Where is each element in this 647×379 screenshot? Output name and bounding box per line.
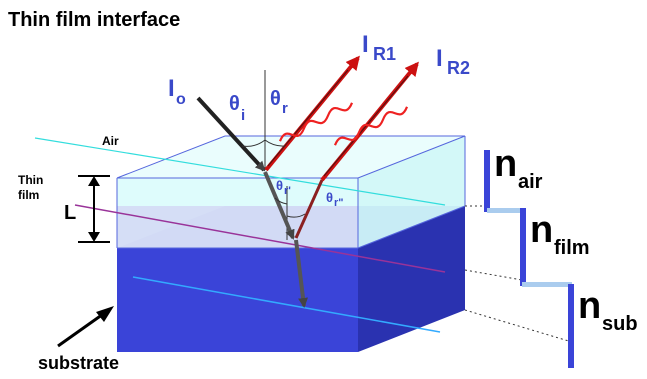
- incidence-angle-label: θ i: [229, 93, 245, 124]
- film-top-face: [117, 136, 465, 178]
- svg-text:o: o: [176, 91, 186, 108]
- svg-text:n: n: [494, 143, 517, 185]
- film-front-lower: [117, 206, 358, 248]
- substrate-side-face: [358, 206, 465, 352]
- index-staircase: [484, 150, 574, 368]
- svg-text:i: i: [241, 107, 245, 124]
- svg-text:sub: sub: [602, 313, 638, 335]
- n-air-label: n air: [494, 143, 543, 193]
- reflection-angle-label: θ r: [270, 88, 288, 117]
- reflected-beam-1-label: I R1: [362, 31, 396, 64]
- incident-beam-label: I o: [168, 75, 186, 108]
- refraction2-angle-label: θ r": [326, 190, 344, 209]
- svg-text:θ: θ: [270, 88, 281, 110]
- svg-text:I: I: [436, 45, 443, 72]
- air-plane-line: [34, 137, 446, 206]
- guide-lines: [464, 205, 573, 343]
- substrate-label: substrate: [38, 353, 119, 373]
- page-title: Thin film interface: [8, 9, 180, 31]
- wave-packet-2: [333, 106, 409, 146]
- svg-text:R1: R1: [373, 44, 396, 64]
- refraction2-angle-arc: [286, 213, 306, 218]
- film-plane-line: [74, 204, 446, 273]
- thickness-marker: [78, 175, 110, 243]
- incidence-angle-arc: [241, 139, 266, 147]
- thin-film-label-line2: film: [18, 188, 39, 202]
- svg-text:I: I: [168, 75, 175, 102]
- reflection-angle-arc: [264, 139, 286, 147]
- svg-text:I: I: [362, 31, 369, 58]
- n-sub-label: n sub: [578, 285, 638, 335]
- svg-text:R2: R2: [447, 58, 470, 78]
- air-label: Air: [102, 134, 119, 148]
- svg-text:air: air: [518, 171, 543, 193]
- reflected-beam-2-label: I R2: [436, 45, 470, 78]
- svg-text:film: film: [554, 237, 590, 259]
- internal-reflected-beam: [294, 179, 324, 239]
- reflected-beam-2-core: [323, 75, 409, 177]
- film-side-face: [358, 136, 465, 248]
- reflected-beam-1-core: [267, 69, 349, 167]
- thickness-label: L: [64, 202, 76, 224]
- wave-packet-1: [278, 102, 354, 142]
- svg-text:r: r: [282, 100, 288, 117]
- svg-text:n: n: [578, 285, 601, 327]
- svg-text:n: n: [530, 209, 553, 251]
- transmitted-beam: [294, 239, 309, 308]
- n-film-label: n film: [530, 209, 590, 259]
- substrate-front-face: [117, 248, 358, 352]
- substrate-plane-line: [132, 276, 441, 333]
- refracted-beam-film: [263, 171, 295, 240]
- svg-text:θ: θ: [229, 93, 240, 115]
- substrate-pointer-arrow: [57, 306, 114, 348]
- refraction-angle-label: θ r': [276, 178, 291, 197]
- svg-text:r': r': [284, 185, 291, 197]
- svg-text:θ: θ: [326, 190, 333, 205]
- thin-film-label-line1: Thin: [18, 173, 43, 187]
- refraction-angle-arc: [274, 197, 288, 205]
- svg-text:θ: θ: [276, 178, 283, 193]
- svg-text:r": r": [334, 197, 344, 209]
- incident-beam: [196, 96, 266, 172]
